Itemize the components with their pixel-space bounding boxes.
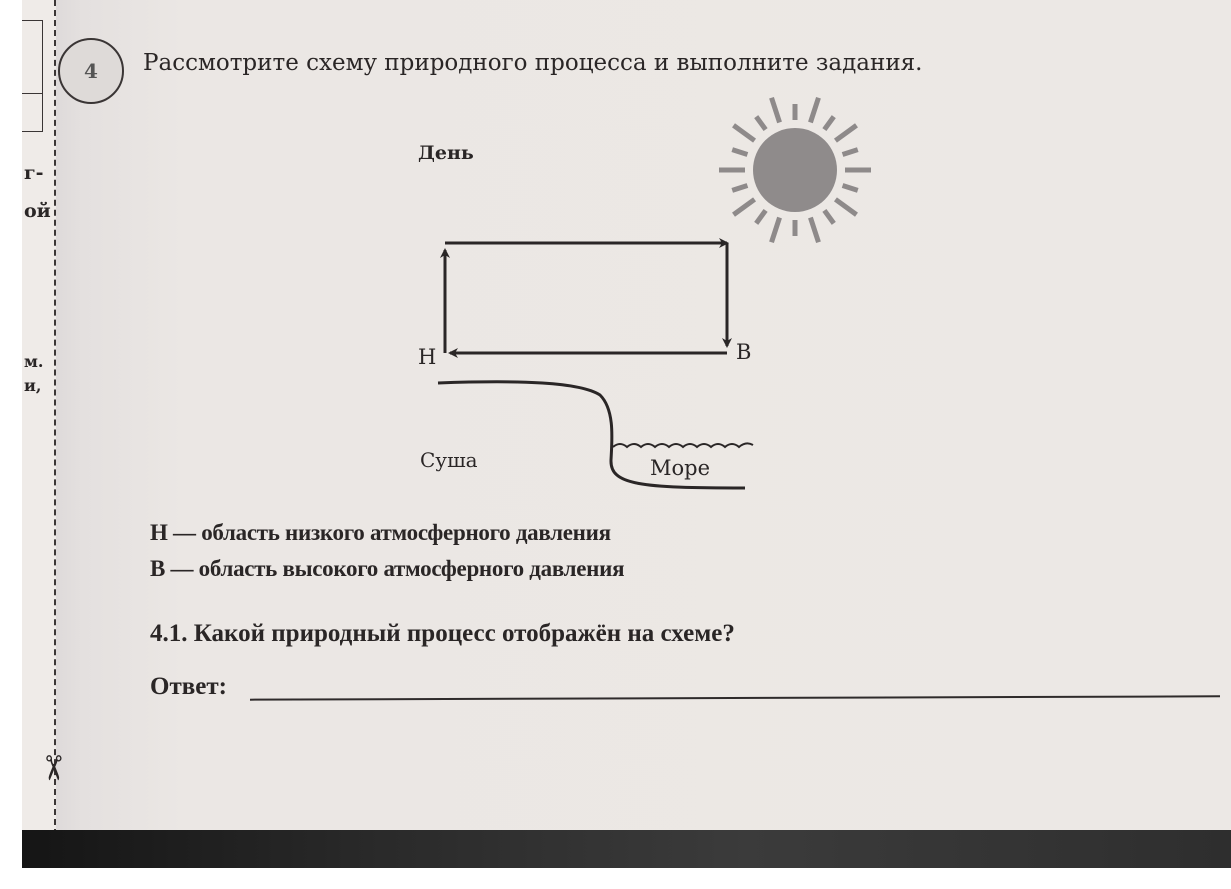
- sun-ray: [731, 147, 749, 157]
- margin-box-divider: [22, 93, 42, 94]
- left-page-edge: [22, 0, 56, 835]
- sun-ray: [841, 147, 859, 157]
- sun-ray: [754, 115, 768, 132]
- sun-ray: [769, 216, 782, 244]
- sun-ray: [731, 183, 749, 193]
- scan-shadow: [22, 830, 1231, 868]
- high-pressure-label: В: [736, 340, 752, 364]
- question-4-1: 4.1. Какой природный процесс отображён н…: [150, 620, 735, 647]
- sun-ray: [808, 96, 821, 124]
- sea-waves: [612, 442, 754, 449]
- margin-fragment: м.: [24, 352, 44, 371]
- margin-fragment: г-: [24, 162, 44, 184]
- sun-ray: [732, 123, 757, 143]
- task-number-badge: 4: [58, 38, 124, 104]
- low-pressure-label: Н: [418, 345, 437, 369]
- day-label: День: [418, 142, 474, 164]
- textbook-page: [22, 0, 1231, 835]
- margin-fragment: ой: [24, 200, 51, 222]
- sun-icon: [719, 96, 871, 244]
- sun-ray: [808, 216, 821, 244]
- sun-ray: [841, 183, 859, 193]
- sun-ray: [769, 96, 782, 124]
- answer-label: Ответ:: [150, 673, 227, 700]
- legend-low: Н — область низкого атмосферного давлени…: [150, 520, 611, 545]
- margin-box: [22, 20, 43, 132]
- task-number: 4: [84, 59, 98, 83]
- sun-ray: [732, 197, 757, 217]
- land-label: Суша: [420, 448, 478, 472]
- cut-line: [54, 0, 56, 835]
- legend-high: В — область высокого атмосферного давлен…: [150, 556, 625, 581]
- coastline: [437, 380, 746, 490]
- margin-fragment: и,: [24, 376, 42, 395]
- sun-ray: [822, 115, 836, 132]
- task-title: Рассмотрите схему природного процесса и …: [143, 50, 923, 76]
- arrow-icon: [440, 238, 732, 358]
- sun-ray: [833, 197, 858, 217]
- sun-ray: [822, 208, 836, 225]
- sun-ray: [754, 208, 768, 225]
- sea-label: Море: [650, 456, 711, 480]
- sun-ray: [833, 123, 858, 143]
